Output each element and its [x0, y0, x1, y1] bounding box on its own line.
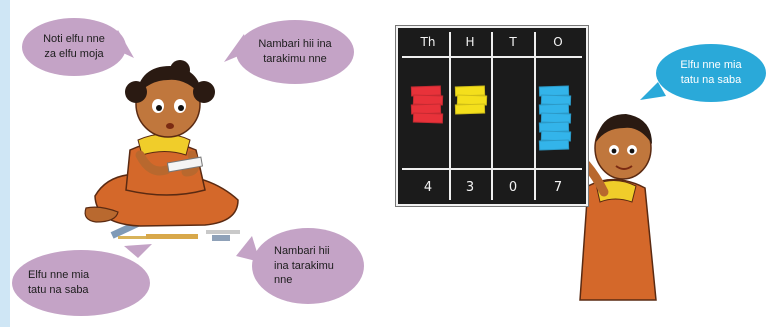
speech-bubble-right: Elfu nne mia tatu na saba: [656, 44, 766, 102]
speech-bubble-top-left: Noti elfu nne za elfu moja: [22, 18, 126, 76]
board-digit-ones: 7: [553, 180, 563, 195]
bubble-line: za elfu moja: [44, 48, 104, 60]
board-digit-tens: 0: [508, 180, 518, 195]
board-column-line: [449, 32, 451, 200]
speech-bubble-bottom-middle: Nambari hii ina tarakimu nne: [252, 228, 364, 304]
place-value-note: [538, 139, 570, 151]
board-header-thousands: Th: [420, 35, 436, 49]
board-column-line: [491, 32, 493, 200]
bubble-line: tatu na saba: [680, 74, 742, 86]
place-value-note: [412, 112, 444, 124]
board-digit-thousands: 4: [423, 180, 433, 195]
board-header-hundreds: H: [465, 35, 475, 49]
bubble-line: Elfu nne mia: [680, 59, 742, 72]
bubble-line: tatu na saba: [28, 284, 89, 296]
page-margin-strip: [0, 0, 10, 327]
bubble-line: Nambari hii: [274, 244, 330, 257]
bubble-line: nne: [274, 274, 293, 287]
board-digit-hundreds: 3: [465, 180, 475, 195]
bubble-line: Nambari hii ina: [258, 38, 332, 51]
bubble-line: Elfu nne mia: [28, 269, 90, 282]
place-value-board: Th H T O 4 3 0 7: [396, 26, 588, 206]
board-header-tens: T: [509, 35, 517, 49]
bubble-line: Noti elfu nne: [43, 33, 105, 46]
board-header-ones: O: [553, 35, 563, 49]
board-column-line: [534, 32, 536, 200]
speech-bubble-bottom-left: Elfu nne mia tatu na saba: [12, 250, 150, 316]
place-value-note: [454, 103, 486, 115]
speech-bubble-top-middle: Nambari hii ina tarakimu nne: [236, 20, 354, 84]
bubble-line: ina tarakimu: [274, 259, 334, 272]
bubble-line: tarakimu nne: [263, 53, 327, 65]
